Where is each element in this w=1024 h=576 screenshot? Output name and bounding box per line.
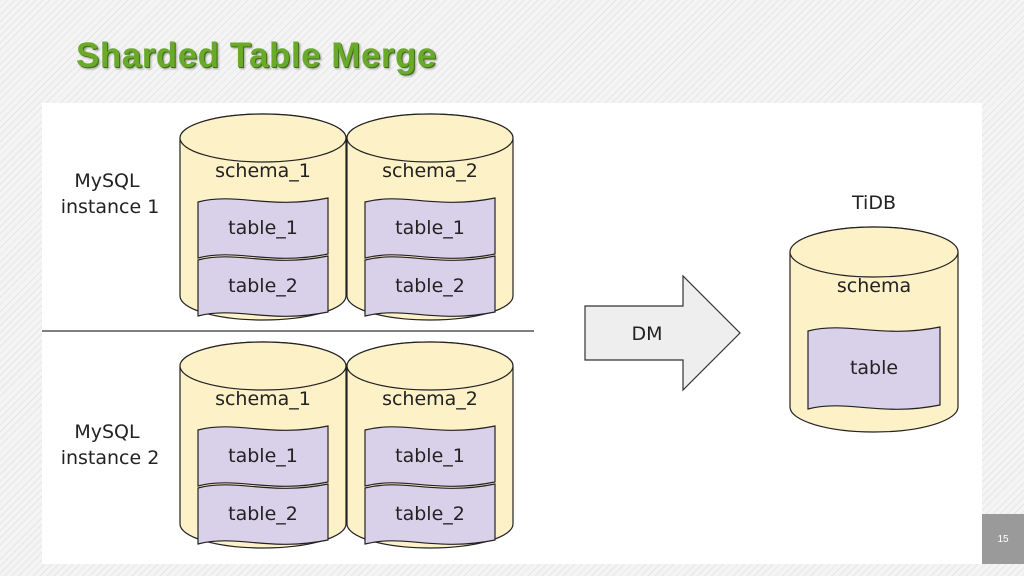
- instance-2-schema-cylinder-2-table-1: table_1: [364, 425, 496, 487]
- instance-2-schema-cylinder-1-schema-label: schema_1: [215, 388, 311, 410]
- tidb-cylinder-table-label: table: [850, 357, 898, 379]
- instance-1-schema-cylinder-2-table-1-label: table_1: [395, 217, 465, 239]
- instance-1-label: MySQL instance 1: [61, 170, 160, 218]
- instance-2-schema-cylinder-1-table-2-label: table_2: [228, 503, 298, 525]
- slide-title: Sharded Table Merge: [76, 36, 437, 75]
- instance-1-schema-cylinder-1-top: [179, 113, 347, 163]
- dm-arrow: [584, 274, 741, 392]
- instance-1-schema-cylinder-1-table-2-label: table_2: [228, 275, 298, 297]
- instance-1-schema-cylinder-2-table-2-label: table_2: [395, 275, 465, 297]
- instance-2-schema-cylinder-2-table-1-label: table_1: [395, 445, 465, 467]
- instance-1-schema-cylinder-2-table-2: table_2: [364, 255, 496, 317]
- instance-1-schema-cylinder-2-top: [346, 113, 514, 163]
- instance-1-schema-cylinder-1-table-1-label: table_1: [228, 217, 298, 239]
- instance-1-schema-cylinder-1: schema_1 table_1 table_2: [179, 113, 347, 321]
- instance-2-schema-cylinder-2-table-2: table_2: [364, 483, 496, 545]
- instance-1-schema-cylinder-2-table-1: table_1: [364, 197, 496, 259]
- instance-1-schema-cylinder-2: schema_2 table_1 table_2: [346, 113, 514, 321]
- tidb-cylinder: schema table: [789, 226, 959, 433]
- instance-2-schema-cylinder-2-top: [346, 341, 514, 391]
- instance-2-schema-cylinder-1-top: [179, 341, 347, 391]
- tidb-cylinder-top: [789, 226, 959, 278]
- instance-2-label: MySQL instance 2: [61, 421, 160, 469]
- dm-arrow-label: DM: [631, 323, 662, 345]
- tidb-cylinder-table: table: [807, 326, 941, 410]
- page-number: 15: [982, 514, 1024, 564]
- instance-2-schema-cylinder-1-table-1: table_1: [197, 425, 329, 487]
- instance-1-schema-cylinder-1-table-1: table_1: [197, 197, 329, 259]
- instance-2-schema-cylinder-2: schema_2 table_1 table_2: [346, 341, 514, 549]
- instance-2-schema-cylinder-2-schema-label: schema_2: [382, 388, 478, 410]
- instance-2-schema-cylinder-2-table-2-label: table_2: [395, 503, 465, 525]
- instance-2-schema-cylinder-1-table-1-label: table_1: [228, 445, 298, 467]
- tidb-cylinder-schema-label: schema: [837, 275, 911, 297]
- instance-2-schema-cylinder-1-table-2: table_2: [197, 483, 329, 545]
- instance-1-schema-cylinder-1-schema-label: schema_1: [215, 160, 311, 182]
- instance-1-schema-cylinder-1-table-2: table_2: [197, 255, 329, 317]
- tidb-label: TiDB: [851, 192, 896, 214]
- instance-2-schema-cylinder-1: schema_1 table_1 table_2: [179, 341, 347, 549]
- instance-1-schema-cylinder-2-schema-label: schema_2: [382, 160, 478, 182]
